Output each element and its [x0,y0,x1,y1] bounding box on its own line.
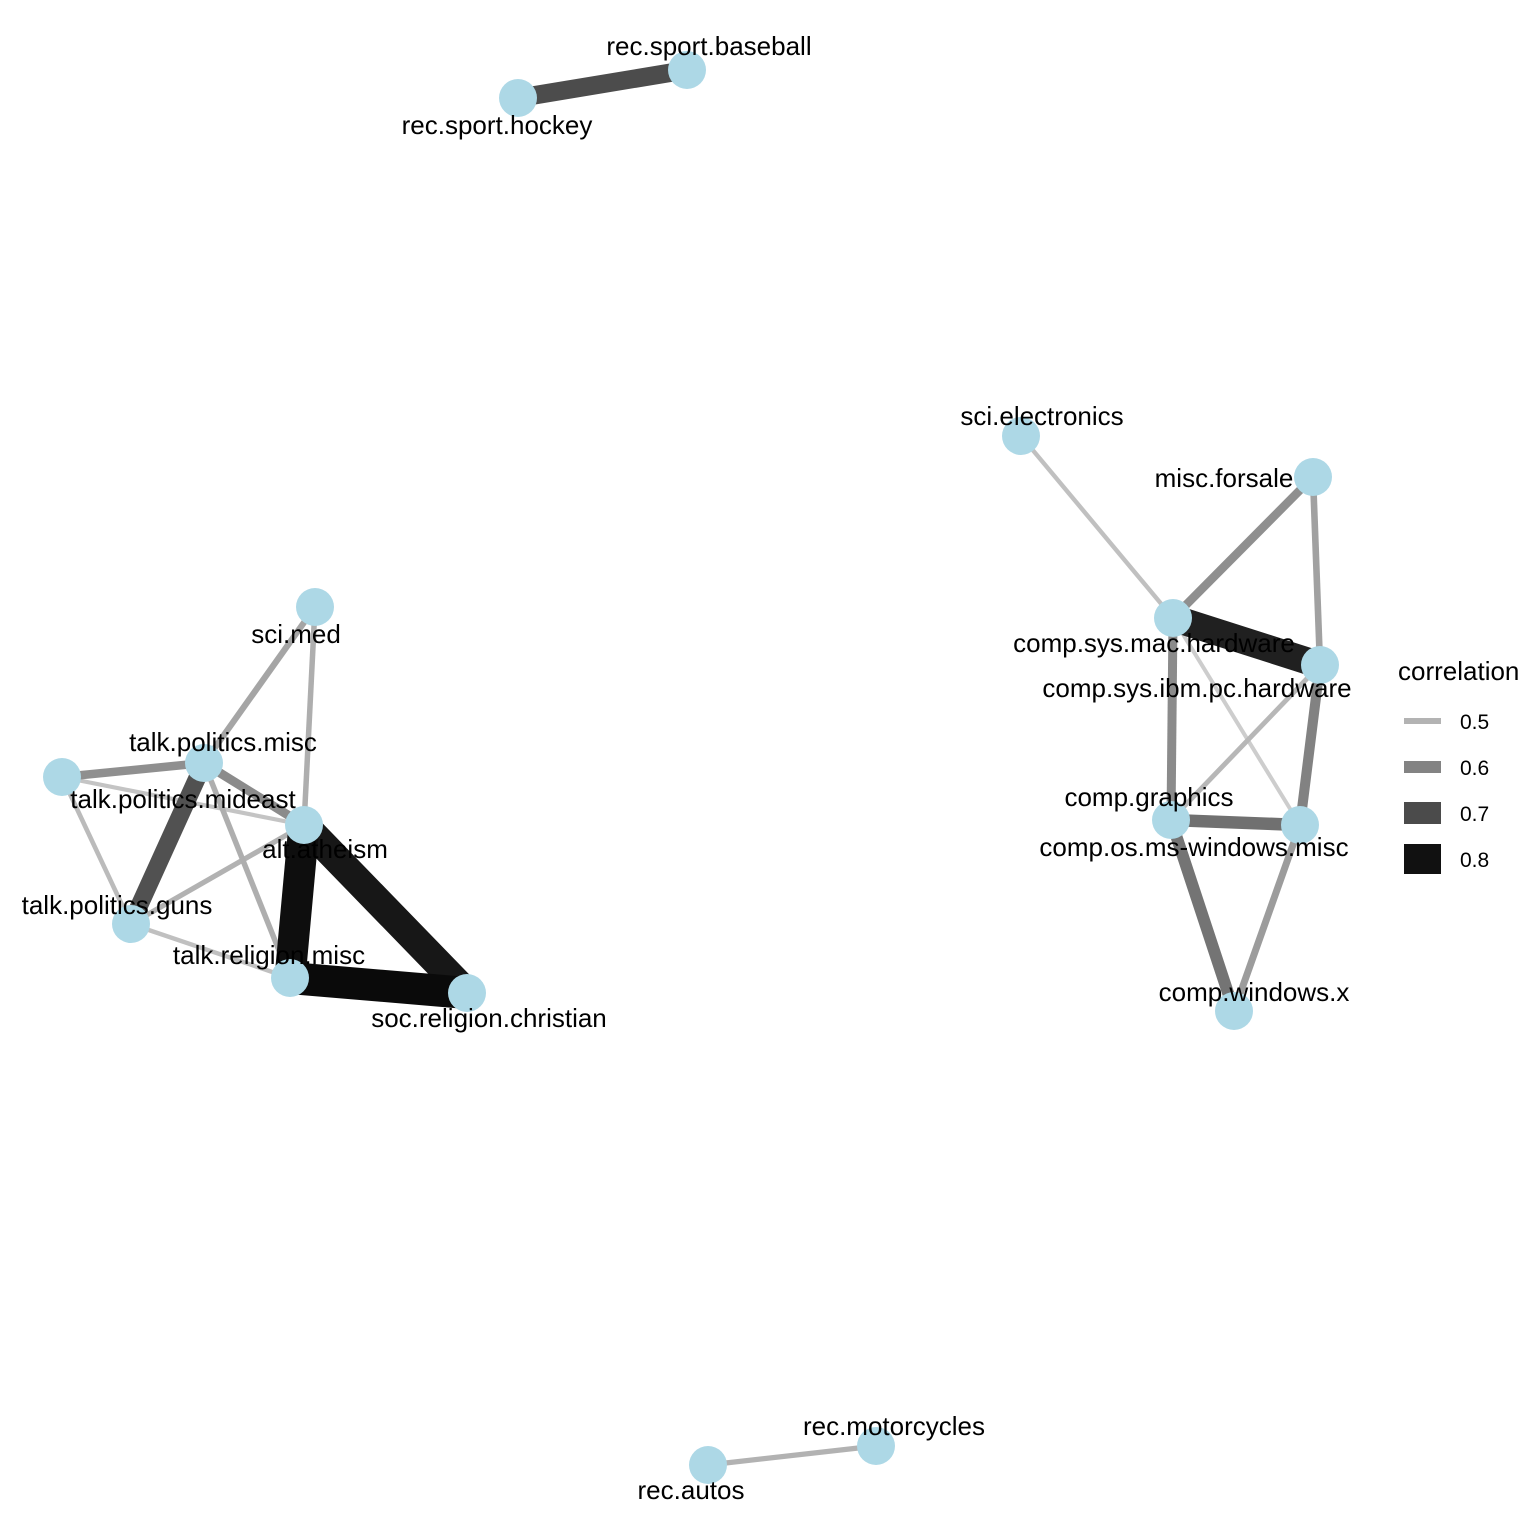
labels-layer: rec.sport.baseball rec.sport.hockey sci.el… [22,31,1352,1505]
edge-sci.med--talk.politics.misc [201,605,318,765]
legend-key-0.8 [1404,844,1441,874]
node-talk.religion.misc [271,959,309,997]
node-label-comp.windows.x: comp.windows.x [1159,977,1350,1007]
node-label-sci.electronics: sci.electronics [960,401,1123,431]
edge-talk.religion.misc--soc.religion.christian [288,962,469,1009]
edge-comp.sys.mac.hardware--comp.sys.ibm.pc.hardware [1168,605,1325,678]
edge-sci.electronics--comp.sys.mac.hardware [1019,434,1175,620]
edge-rec.autos--rec.motorcycles [707,1443,877,1468]
node-talk.politics.misc [185,744,223,782]
edge-comp.graphics--comp.os.ms-windows.misc [1170,813,1301,832]
edge-talk.politics.mideast--talk.politics.guns [59,776,134,925]
edges-layer [59,60,1326,1468]
edge-talk.politics.misc--talk.politics.guns [122,759,213,928]
legend-label-0.7: 0.7 [1460,803,1489,826]
node-label-alt.atheism: alt.atheism [262,834,388,864]
node-label-talk.politics.guns: talk.politics.guns [22,890,213,920]
node-label-comp.sys.mac.hardware: comp.sys.mac.hardware [1013,628,1295,658]
node-label-rec.motorcycles: rec.motorcycles [803,1411,985,1441]
node-comp.graphics [1152,801,1190,839]
legend-key-0.7 [1404,802,1441,824]
node-rec.sport.hockey [499,79,537,117]
edge-comp.os.ms-windows.misc--comp.windows.x [1230,823,1304,1013]
edge-comp.sys.ibm.pc.hardware--comp.os.ms-windows.misc [1294,664,1326,826]
node-talk.politics.guns [112,905,150,943]
edge-talk.politics.misc--talk.religion.misc [201,761,293,980]
node-label-sci.med: sci.med [251,619,341,649]
edge-alt.atheism--soc.religion.christian [293,814,478,1004]
node-label-talk.politics.mideast: talk.politics.mideast [70,784,296,814]
node-alt.atheism [285,806,323,844]
node-talk.politics.mideast [43,758,81,796]
edge-comp.sys.ibm.pc.hardware--comp.graphics [1169,663,1322,822]
legend-label-0.6: 0.6 [1460,757,1489,780]
nodes-layer [43,51,1339,1484]
node-sci.med [296,588,334,626]
edge-rec.sport.hockey--rec.sport.baseball [516,60,689,108]
node-rec.autos [689,1446,727,1484]
legend-key-0.5 [1404,718,1441,724]
edge-alt.atheism--talk.politics.guns [129,822,306,927]
node-comp.windows.x [1215,992,1253,1030]
legend-label-0.5: 0.5 [1460,711,1489,734]
node-label-rec.sport.baseball: rec.sport.baseball [606,31,811,61]
node-misc.forsale [1294,458,1332,496]
node-comp.sys.mac.hardware [1154,599,1192,637]
node-comp.os.ms-windows.misc [1281,806,1319,844]
edge-alt.atheism--talk.religion.misc [274,823,320,980]
node-label-rec.autos: rec.autos [638,1475,745,1505]
edge-sci.med--alt.atheism [301,606,318,826]
legend-title: correlation [1398,656,1519,686]
node-comp.sys.ibm.pc.hardware [1301,646,1339,684]
legend-items: 0.5 0.6 0.7 0.8 [1404,711,1489,874]
edge-misc.forsale--comp.sys.mac.hardware [1169,474,1317,621]
node-label-soc.religion.christian: soc.religion.christian [371,1003,607,1033]
node-label-talk.politics.misc: talk.politics.misc [129,727,317,757]
legend-key-0.6 [1404,761,1441,773]
edge-comp.sys.mac.hardware--comp.os.ms-windows.misc [1171,616,1302,827]
node-label-rec.sport.hockey: rec.sport.hockey [402,110,593,140]
node-label-comp.sys.ibm.pc.hardware: comp.sys.ibm.pc.hardware [1042,673,1351,703]
node-rec.sport.baseball [668,51,706,89]
node-label-talk.religion.misc: talk.religion.misc [173,940,365,970]
legend: correlation 0.5 0.6 0.7 0.8 [1398,656,1519,874]
node-rec.motorcycles [857,1427,895,1465]
node-soc.religion.christian [448,974,486,1012]
node-label-comp.os.ms-windows.misc: comp.os.ms-windows.misc [1039,832,1348,862]
edge-talk.politics.misc--alt.atheism [201,759,307,829]
edge-comp.graphics--comp.windows.x [1165,818,1240,1013]
edge-comp.sys.mac.hardware--comp.graphics [1166,617,1178,821]
edge-talk.politics.mideast--talk.politics.misc [61,758,205,782]
node-sci.electronics [1002,417,1040,455]
node-label-comp.graphics: comp.graphics [1064,782,1233,812]
legend-label-0.8: 0.8 [1460,849,1489,872]
node-label-misc.forsale: misc.forsale [1155,463,1294,493]
edge-misc.forsale--comp.sys.ibm.pc.hardware [1309,476,1324,666]
edge-talk.politics.guns--talk.religion.misc [130,921,291,981]
